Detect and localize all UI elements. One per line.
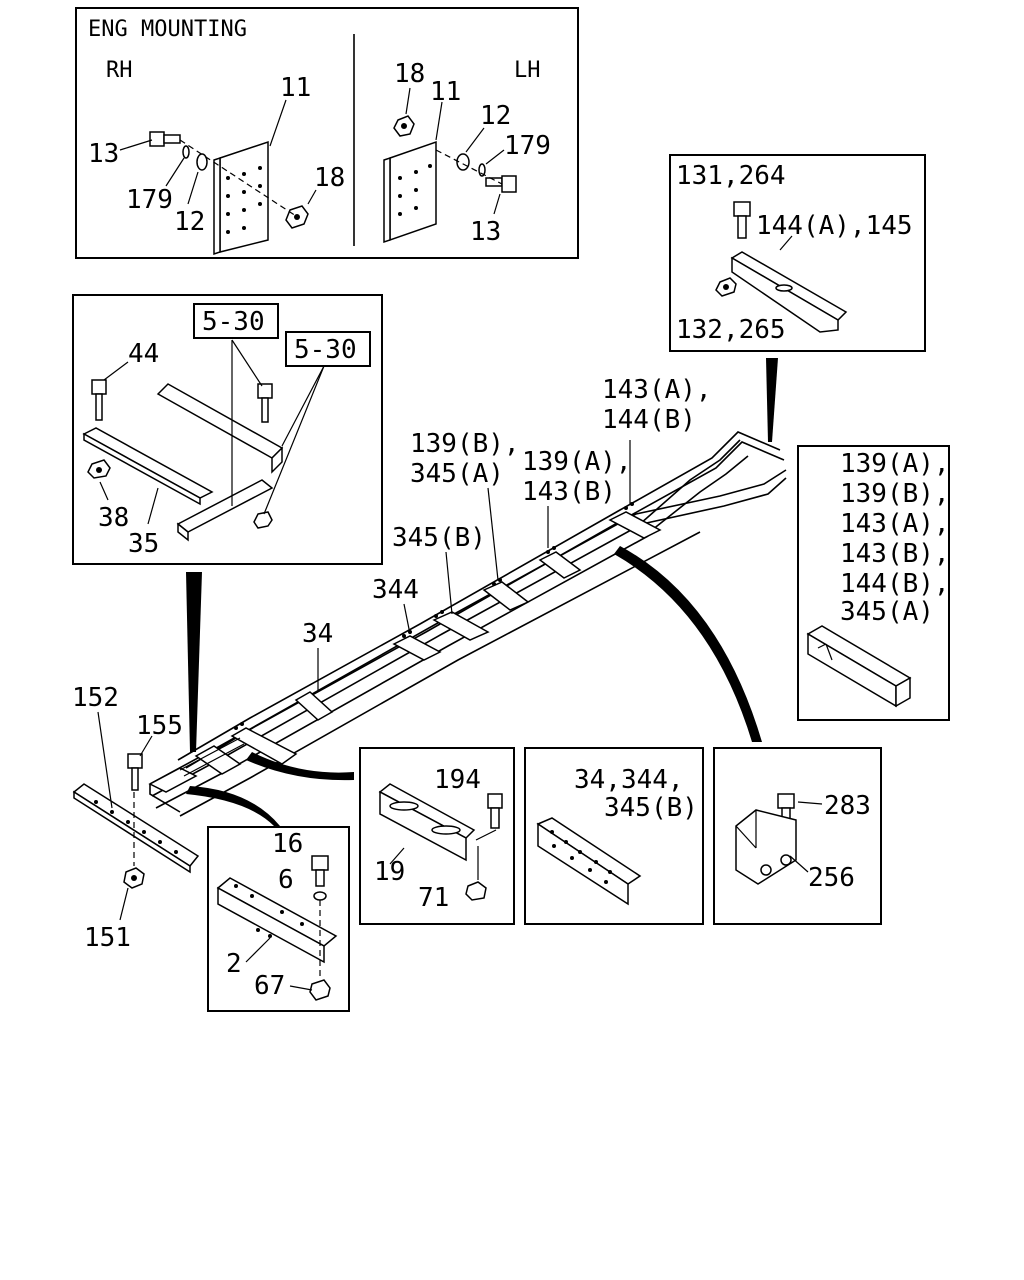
label-139a: 139(A), (522, 447, 632, 477)
label-ch-143a: 143(A), (840, 509, 950, 539)
label-lh-11: 11 (430, 77, 461, 107)
ref-5-30-a: 5-30 (202, 307, 265, 337)
label-lh-12: 12 (480, 101, 511, 131)
label-rh-179: 179 (126, 185, 173, 215)
label-rh-13: 13 (88, 139, 119, 169)
label-ch-144b: 144(B), (840, 569, 950, 599)
label-144a-145: 144(A),145 (756, 211, 913, 241)
rear-bracket-panel: 131,264 144(A),145 132,265 (669, 154, 926, 352)
label-256: 256 (808, 863, 855, 893)
channel-callout-pointer (614, 546, 762, 742)
label-67: 67 (254, 971, 285, 1001)
label-6: 6 (278, 865, 294, 895)
nut-38 (87, 459, 111, 479)
nut-132 (715, 277, 737, 297)
label-35: 35 (128, 529, 159, 559)
rear-bracket-pointer (766, 358, 778, 442)
label-ch-139b: 139(B), (840, 479, 950, 509)
label-ch-139a: 139(A), (840, 449, 950, 479)
nut-151 (123, 867, 145, 889)
rh-spring-washer (182, 145, 190, 159)
rh-washer (196, 153, 208, 171)
label-345a: 345(A) (410, 459, 504, 489)
ref-5-30-b: 5-30 (294, 335, 357, 365)
nut-71 (465, 881, 487, 901)
plate-detail-panel: 34,344, 345(B) (524, 747, 704, 925)
front-bracket-pointer (186, 786, 280, 826)
ref-box-b (285, 331, 371, 367)
main-chassis-frame (148, 431, 787, 817)
front-rail-assembly: 152 155 151 (72, 683, 200, 953)
label-144b: 144(B) (602, 405, 696, 435)
rh-label: RH (106, 58, 133, 83)
label-345b: 345(B) (392, 523, 486, 553)
front-bracket-panel: 16 6 2 67 (207, 826, 350, 1012)
eng-mounting-title: ENG MOUNTING (88, 17, 247, 42)
label-71: 71 (418, 883, 449, 913)
label-rh-12: 12 (174, 207, 205, 237)
eng-mounting-panel: ENG MOUNTING RH LH 11 13 179 1 (75, 7, 579, 259)
label-34: 34 (302, 619, 333, 649)
rh-nut (285, 205, 309, 229)
rh-bolt (149, 131, 181, 147)
lh-label: LH (514, 58, 541, 83)
nut-67 (309, 979, 331, 1001)
bracket19-panel: 194 19 71 (359, 747, 515, 925)
bolt-155 (127, 753, 143, 791)
label-132-265: 132,265 (676, 315, 786, 345)
label-283: 283 (824, 791, 871, 821)
label-131-264: 131,264 (676, 161, 786, 191)
label-plate-2: 345(B) (604, 793, 698, 823)
bolt-16 (311, 855, 329, 887)
bolt-upper (257, 383, 273, 423)
label-151: 151 (84, 923, 131, 953)
label-lh-13: 13 (470, 217, 501, 247)
label-rh-11: 11 (280, 73, 311, 103)
label-lh-179: 179 (504, 131, 551, 161)
washer-6 (313, 891, 327, 901)
nut-lower (253, 511, 273, 529)
label-38: 38 (98, 503, 129, 533)
rh-mount-plate (213, 140, 269, 256)
bolt-194 (487, 793, 503, 829)
label-44: 44 (128, 339, 159, 369)
channel-detail-panel: 139(A), 139(B), 143(A), 143(B), 144(B), … (797, 445, 950, 721)
label-152: 152 (72, 683, 119, 713)
label-139b: 139(B), (410, 429, 520, 459)
label-ch-143b: 143(B), (840, 539, 950, 569)
label-155: 155 (136, 711, 183, 741)
lh-nut (393, 115, 415, 137)
label-143a: 143(A), (602, 375, 712, 405)
label-rh-18: 18 (314, 163, 345, 193)
label-143b: 143(B) (522, 477, 616, 507)
label-344: 344 (372, 575, 419, 605)
label-19: 19 (374, 857, 405, 887)
label-194: 194 (434, 765, 481, 795)
label-2: 2 (226, 949, 242, 979)
ref-box-a (193, 303, 279, 339)
bracket256-panel: 283 256 (713, 747, 882, 925)
label-lh-18: 18 (394, 59, 425, 89)
crossmember-callout-pointer (186, 572, 202, 752)
crossmember-panel: 5-30 5-30 44 (72, 294, 383, 565)
bracket19-pointer (246, 752, 354, 781)
channel-section (806, 625, 912, 708)
bolt-44 (91, 379, 107, 421)
label-16: 16 (272, 829, 303, 859)
label-plate-1: 34,344, (574, 765, 684, 795)
label-ch-345a: 345(A) (840, 597, 934, 627)
lh-mount-plate (383, 140, 437, 244)
bolt-131 (733, 201, 751, 239)
